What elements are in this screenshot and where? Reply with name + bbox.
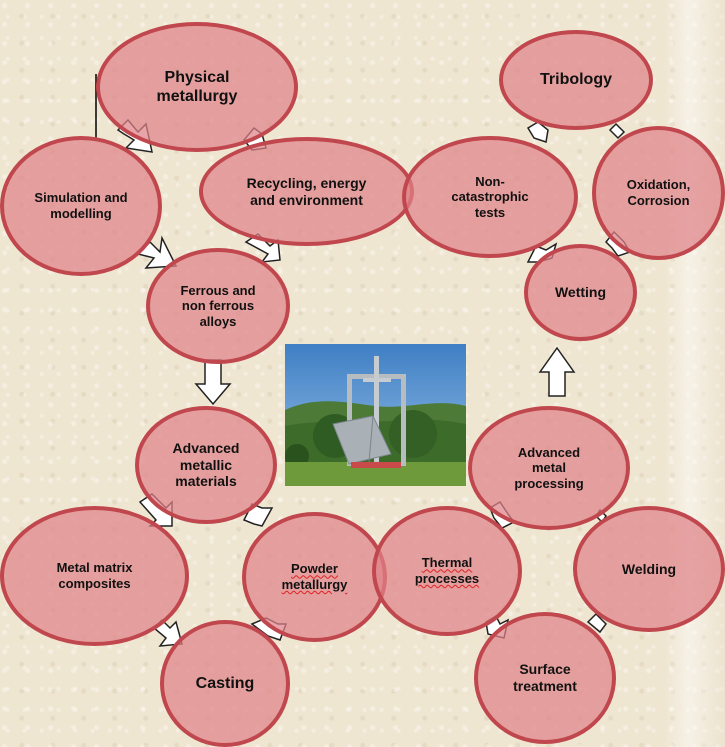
monument-photo — [285, 344, 466, 486]
node-recycling: Recycling, energy and environment — [199, 137, 414, 246]
node-thermal-processes: Thermal processes — [372, 506, 522, 636]
node-casting: Casting — [160, 620, 290, 747]
arrow-surface-welding — [586, 612, 607, 634]
node-metal-matrix: Metal matrix composites — [0, 506, 189, 646]
arrow-oxidation-tribology — [608, 122, 626, 140]
node-surface-treatment: Surface treatment — [474, 612, 616, 744]
node-simulation-modelling: Simulation and modelling — [0, 136, 162, 276]
node-oxidation: Oxidation, Corrosion — [592, 126, 725, 260]
node-advanced-processing: Advanced metal processing — [468, 406, 630, 530]
node-tribology: Tribology — [499, 30, 653, 130]
node-welding: Welding — [573, 506, 725, 632]
node-advanced-materials: Advanced metallic materials — [135, 406, 277, 524]
node-powder-metallurgy: Powder metallurgy — [242, 512, 387, 642]
arrow-processing-wetting — [538, 346, 576, 397]
node-wetting: Wetting — [524, 244, 637, 341]
node-physical-metallurgy: Physical metallurgy — [96, 22, 298, 152]
arrow-ferrous-advanced — [194, 359, 232, 406]
node-non-catastrophic: Non- catastrophic tests — [402, 136, 578, 258]
node-ferrous-alloys: Ferrous and non ferrous alloys — [146, 248, 290, 364]
